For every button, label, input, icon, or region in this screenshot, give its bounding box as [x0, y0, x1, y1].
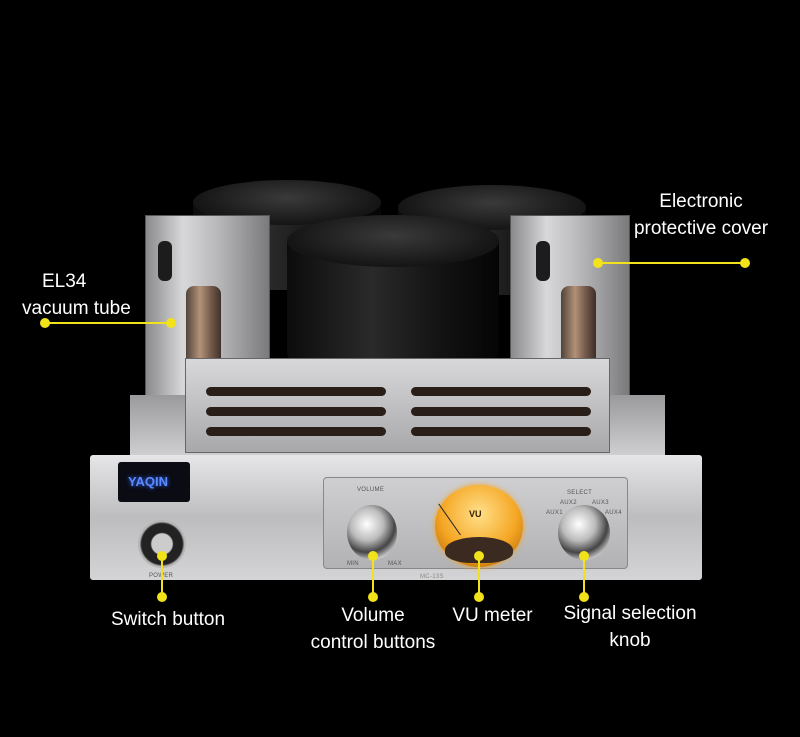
callout-volume-dot	[368, 551, 378, 561]
callout-vu: VU meter	[452, 605, 533, 626]
vu-needle	[438, 503, 461, 536]
volume-min-label: MIN	[347, 561, 359, 567]
callout-cover-dot-start	[593, 258, 603, 268]
callout-switch: Switch button	[110, 609, 226, 630]
callout-vu-dot-end	[474, 592, 484, 602]
volume-label: VOLUME	[357, 487, 385, 493]
callout-volume: Volume control buttons	[310, 605, 436, 653]
power-label: POWER	[149, 573, 173, 579]
callout-cover: Electronic protective cover	[633, 191, 769, 239]
callout-switch-dot	[157, 551, 167, 561]
callout-select: Signal selection knob	[563, 603, 697, 651]
transformer-front-top	[287, 215, 499, 267]
select-knob[interactable]	[558, 505, 610, 560]
callout-tube: EL34 vacuum tube	[22, 271, 131, 319]
callout-select-dot	[579, 551, 589, 561]
aux4-label: AUX4	[605, 510, 622, 516]
aux2-label: AUX2	[560, 500, 577, 506]
callout-volume-dot-end	[368, 592, 378, 602]
volume-max-label: MAX	[388, 561, 402, 567]
callout-tube-dot-start	[40, 318, 50, 328]
callout-select-dot-end	[579, 592, 589, 602]
callout-tube-line	[46, 322, 170, 324]
callout-switch-dot-end	[157, 592, 167, 602]
callout-vu-dot	[474, 551, 484, 561]
aux1-label: AUX1	[546, 510, 563, 516]
model-label: MC-13S	[420, 574, 444, 580]
logo-display: YAQIN	[118, 462, 190, 502]
select-label: SELECT	[567, 490, 593, 496]
volume-knob[interactable]	[347, 505, 397, 560]
callout-vu-line	[478, 555, 480, 597]
callout-select-line	[583, 555, 585, 597]
brand-logo: YAQIN	[128, 474, 168, 489]
vu-meter-label: VU	[469, 509, 482, 519]
aux3-label: AUX3	[592, 500, 609, 506]
callout-cover-dot-end	[740, 258, 750, 268]
protective-cover	[185, 358, 610, 453]
callout-tube-dot-end	[166, 318, 176, 328]
callout-cover-line	[598, 262, 746, 264]
callout-volume-line	[372, 555, 374, 597]
callout-switch-line	[161, 555, 163, 597]
